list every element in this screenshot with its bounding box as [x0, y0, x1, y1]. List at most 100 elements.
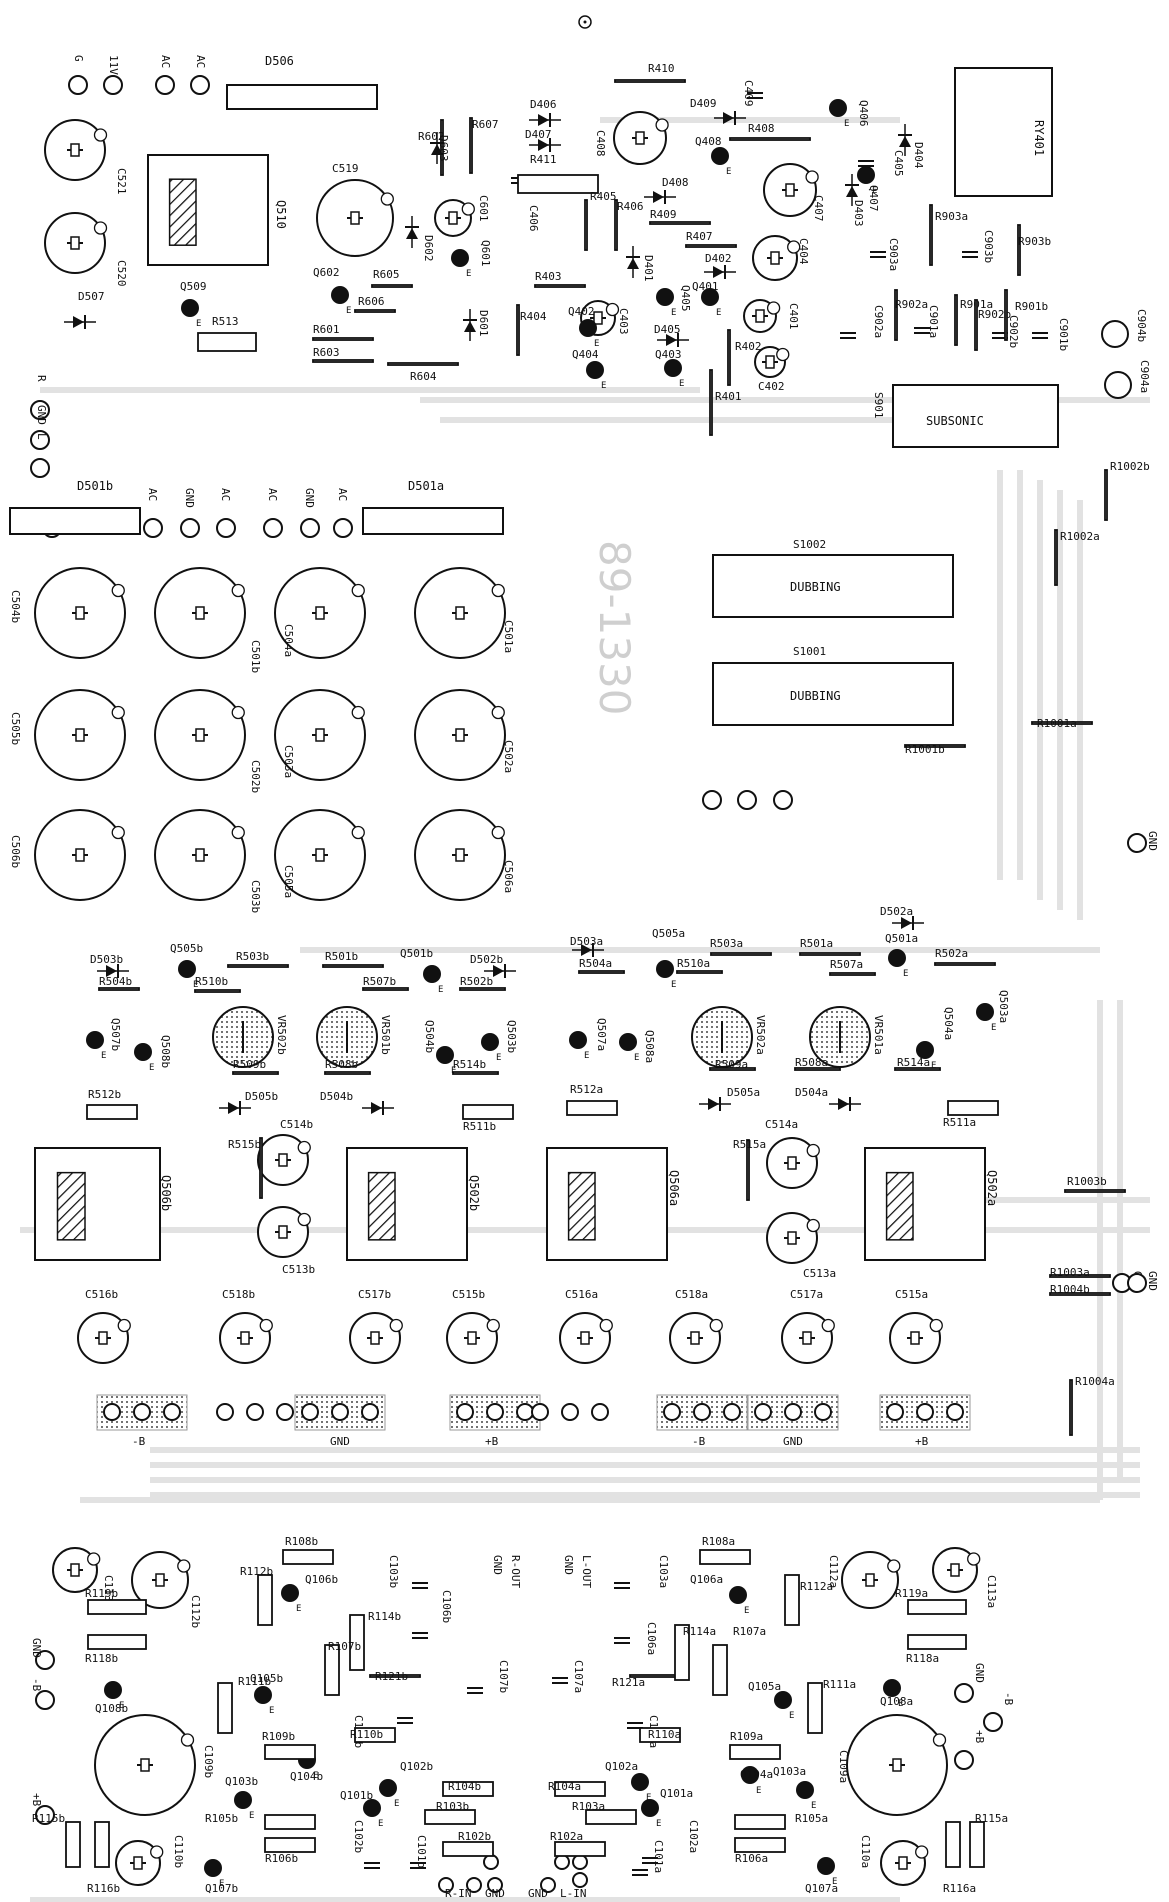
transistor-label-q402: Q402 — [568, 305, 595, 318]
transistor-q403 — [664, 359, 682, 377]
capacitor-label-c513b: C513b — [282, 1263, 315, 1276]
transistor-label-q504a: Q504a — [942, 1007, 955, 1040]
diode-label-d406: D406 — [530, 98, 557, 111]
resistor-label-r104a: R104a — [548, 1780, 581, 1793]
resistor-r1003a — [1049, 1274, 1111, 1278]
resistor-r408 — [729, 137, 811, 141]
capacitor-symbol — [75, 606, 85, 620]
pad--b — [954, 1750, 974, 1770]
diode-d502b — [484, 964, 516, 978]
resistor-r112b — [257, 1574, 273, 1626]
terminal-pad — [486, 1403, 504, 1421]
polarity-mark — [655, 118, 669, 132]
capacitor-label-c501b: C501b — [249, 640, 262, 673]
capacitor-label-c401: C401 — [787, 303, 800, 330]
power-terminal-label--b: -B — [692, 1435, 706, 1448]
capacitor-c904b — [1101, 320, 1129, 348]
resistor-r504a — [578, 970, 625, 974]
transistor-label-q106a: Q106a — [690, 1573, 723, 1586]
diode-d408 — [644, 190, 676, 204]
resistor-r1001b — [904, 744, 966, 748]
capacitor-label-c505b: C505b — [9, 712, 22, 745]
resistor-r901b — [1004, 289, 1008, 341]
diode-body — [73, 316, 84, 328]
capacitor-label-c106b: C106b — [440, 1590, 453, 1623]
resistor-label-r105a: R105a — [795, 1812, 828, 1825]
resistor-r121b — [369, 1674, 421, 1678]
transistor-q404 — [586, 361, 604, 379]
resistor-label-r102a: R102a — [550, 1830, 583, 1843]
resistor-label-r402: R402 — [735, 340, 762, 353]
resistor-label-r510a: R510a — [677, 957, 710, 970]
resistor-r509b — [232, 1071, 279, 1075]
diode-label-d507: D507 — [78, 290, 105, 303]
pad-label-r-in: R-IN — [445, 1887, 472, 1900]
pad-label-gnd: GND — [491, 1555, 504, 1575]
dubbing-switch-s1002-label: DUBBING — [790, 580, 841, 594]
polarity-mark — [297, 1140, 311, 1155]
diode-body — [406, 228, 418, 239]
resistor-r901a — [954, 294, 958, 346]
emitter-mark: E — [991, 1023, 996, 1033]
capacitor-label-c501a: C501a — [502, 620, 515, 653]
pad-r-in — [438, 1877, 454, 1893]
capacitor-symbol — [315, 606, 325, 620]
transistor-label-q503a: Q503a — [997, 990, 1010, 1023]
resistor-label-r411: R411 — [530, 153, 557, 166]
capacitor-label-c902a: C902a — [872, 305, 885, 338]
emitter-mark: E — [378, 1819, 383, 1829]
resistor-label-r107a: R107a — [733, 1625, 766, 1638]
pad-gnd — [466, 1877, 482, 1893]
capacitor-label-c407: C407 — [812, 195, 825, 222]
polarity-mark — [461, 202, 475, 216]
polarity-mark — [93, 128, 108, 142]
diode-d601 — [463, 309, 477, 341]
pad-label-gnd: GND — [30, 1638, 43, 1658]
capacitor-label-c110a: C110a — [859, 1835, 872, 1868]
diode-d403 — [845, 174, 859, 206]
resistor-label-r513: R513 — [212, 315, 239, 328]
diode-label-d502b: D502b — [470, 953, 503, 966]
resistor-label-r601: R601 — [313, 323, 340, 336]
polarity-mark — [915, 1845, 929, 1859]
emitter-mark: E — [496, 1053, 501, 1063]
resistor-label-r604: R604 — [410, 370, 437, 383]
diode-d404 — [898, 124, 912, 156]
capacitor-symbol — [98, 1331, 108, 1345]
emitter-mark: E — [269, 1706, 274, 1716]
power-terminal-label--b: +B — [915, 1435, 929, 1448]
terminal-pad — [591, 1403, 609, 1421]
resistor-r114b — [349, 1614, 365, 1671]
resistor-r508b — [324, 1071, 371, 1075]
diode-label-d401: D401 — [642, 255, 655, 282]
pad--b — [35, 1805, 55, 1825]
capacitor-label-c112a: C112a — [827, 1555, 840, 1588]
diode-d602 — [405, 216, 419, 248]
pad-11v — [103, 75, 123, 95]
resistor-label-r121b: R121b — [375, 1670, 408, 1683]
resistor-r104a — [554, 1781, 606, 1797]
emitter-mark: E — [219, 1879, 224, 1889]
transistor-q601 — [451, 249, 469, 267]
resistor-label-r514b: R514b — [453, 1058, 486, 1071]
resistor-label-r102b: R102b — [458, 1830, 491, 1843]
resistor-r502b — [459, 987, 506, 991]
pad-label-ac: AC — [146, 488, 159, 501]
emitter-mark: E — [646, 1793, 651, 1803]
transistor-label-q104b: Q104b — [290, 1770, 323, 1783]
power-transistor-q506b — [34, 1147, 161, 1261]
transistor-q108b — [104, 1681, 122, 1699]
capacitor-symbol — [278, 1153, 288, 1167]
transistor-label-q102a: Q102a — [605, 1760, 638, 1773]
transistor-q407 — [857, 166, 875, 184]
resistor-r102a — [554, 1841, 606, 1857]
resistor-label-r502b: R502b — [460, 975, 493, 988]
capacitor-label-c101b: C101b — [415, 1835, 428, 1868]
polarity-mark — [177, 1559, 191, 1573]
resistor-r115b — [65, 1821, 81, 1868]
diode-body — [538, 114, 549, 126]
emitter-mark: E — [844, 119, 849, 129]
capacitor-symbol — [370, 1331, 380, 1345]
transistor-q101a — [641, 1799, 659, 1817]
terminal-pad — [133, 1403, 151, 1421]
